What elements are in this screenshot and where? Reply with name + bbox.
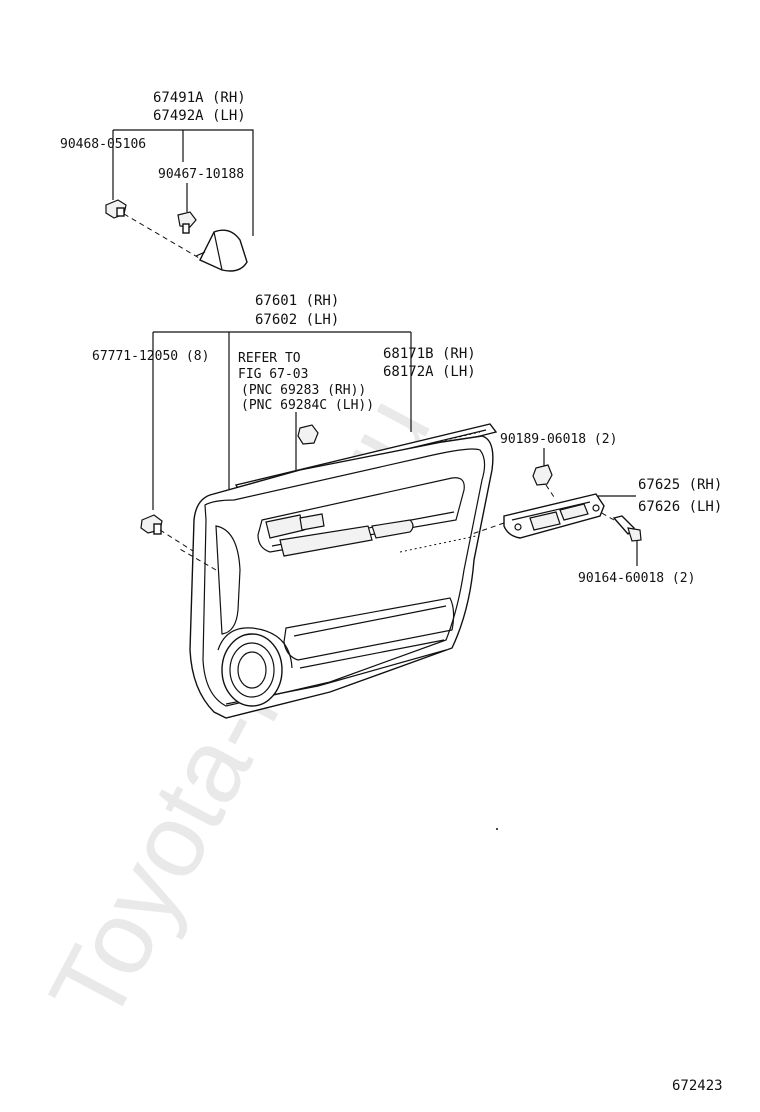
handle-group: 90189-06018 (2) 67625 (RH) 67626 (LH) 90… <box>471 432 722 586</box>
clip-67771-icon[interactable] <box>140 514 163 535</box>
figure-number: 672423 <box>672 1078 723 1094</box>
switch-bezel-icon[interactable] <box>297 424 319 445</box>
mirror-cover-group: 67491A (RH) 67492A (LH) 90468-05106 9046… <box>60 90 254 272</box>
assembly-line-mirror <box>123 213 207 263</box>
label-90189-06018[interactable]: 90189-06018 (2) <box>500 432 617 447</box>
label-90467-10188[interactable]: 90467-10188 <box>158 167 244 182</box>
door-trim-board-icon[interactable] <box>189 435 494 719</box>
screw-90164-icon[interactable] <box>612 515 642 542</box>
label-68172a[interactable]: 68172A (LH) <box>383 364 476 380</box>
assembly-line-screw <box>599 511 615 521</box>
label-67601[interactable]: 67601 (RH) <box>255 293 339 309</box>
label-90164-60018[interactable]: 90164-60018 (2) <box>578 571 695 586</box>
label-refer-fig[interactable]: FIG 67-03 <box>238 367 308 382</box>
inside-handle-icon[interactable] <box>503 493 605 539</box>
label-67602[interactable]: 67602 (LH) <box>255 312 339 328</box>
clip-90468-icon[interactable] <box>105 199 127 219</box>
leader-67491a <box>113 129 254 236</box>
label-68171b[interactable]: 68171B (RH) <box>383 346 476 362</box>
clip-90467-icon[interactable] <box>177 211 197 234</box>
label-67771-12050[interactable]: 67771-12050 (8) <box>92 349 209 364</box>
assembly-line-board <box>177 547 217 571</box>
assembly-line-nut <box>545 484 557 501</box>
stray-dot <box>496 828 498 830</box>
label-67626[interactable]: 67626 (LH) <box>638 499 722 515</box>
label-refer-pnc-lh: (PNC 69284C (LH)) <box>241 398 374 413</box>
label-90468-05106[interactable]: 90468-05106 <box>60 137 146 152</box>
label-refer-to: REFER TO <box>238 351 301 366</box>
door-trim-group: 67601 (RH) 67602 (LH) 67771-12050 (8) RE… <box>92 293 498 719</box>
label-67491a[interactable]: 67491A (RH) <box>153 90 246 106</box>
label-67492a[interactable]: 67492A (LH) <box>153 108 246 124</box>
label-67625[interactable]: 67625 (RH) <box>638 477 722 493</box>
assembly-line-handle <box>471 522 505 535</box>
mirror-cover-icon[interactable] <box>195 229 248 272</box>
nut-90189-icon[interactable] <box>532 464 553 486</box>
label-refer-pnc-rh: (PNC 69283 (RH)) <box>241 383 366 398</box>
